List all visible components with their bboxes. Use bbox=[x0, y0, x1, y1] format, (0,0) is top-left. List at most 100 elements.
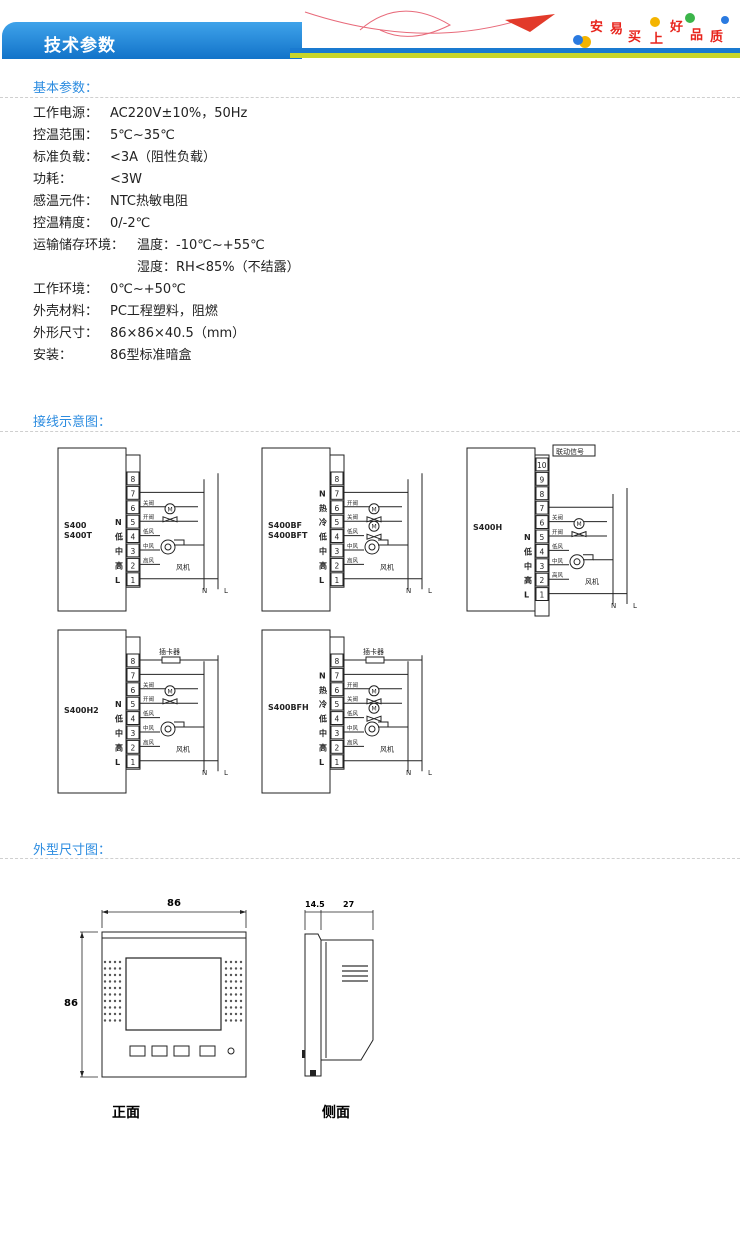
vent-dot bbox=[108, 960, 112, 964]
param-value: 温度：-10℃~+55℃ bbox=[137, 238, 265, 253]
terminal-number: 8 bbox=[131, 475, 136, 484]
vent-dot bbox=[224, 967, 228, 970]
terminal-block bbox=[330, 696, 344, 711]
brand-char: 安 bbox=[590, 20, 604, 35]
terminal-block bbox=[535, 529, 549, 544]
side-label: 高 bbox=[319, 560, 327, 570]
param-label: 工作环境： bbox=[33, 282, 99, 297]
terminal-number: 7 bbox=[335, 671, 340, 680]
param-row: 功耗：<3W bbox=[33, 171, 142, 189]
param-row: 外壳材料：PC工程塑料，阻燃 bbox=[33, 303, 218, 321]
vent-dot bbox=[229, 967, 233, 970]
terminal-number: 4 bbox=[335, 533, 340, 542]
fan-label: 风机 bbox=[176, 562, 190, 571]
vent-dot bbox=[234, 1012, 238, 1016]
vent-dot bbox=[224, 960, 228, 964]
vent-dot bbox=[108, 999, 112, 1003]
terminal-block bbox=[330, 682, 344, 697]
terminal-block bbox=[535, 587, 549, 602]
bus-label-l: L bbox=[428, 769, 432, 777]
terminal-block bbox=[126, 485, 140, 500]
model-name: S400 bbox=[64, 521, 87, 530]
side-label: 热 bbox=[319, 685, 327, 695]
vent-dot bbox=[118, 1019, 122, 1022]
fan-hub-icon bbox=[368, 725, 376, 733]
page-title: 技术参数 bbox=[44, 36, 116, 56]
terminal-block bbox=[126, 514, 140, 529]
vent-dot bbox=[234, 967, 238, 970]
param-value: 86×86×40.5（mm） bbox=[110, 326, 246, 341]
terminal-number: 6 bbox=[335, 504, 340, 513]
param-row: 工作环境：0℃~+50℃ bbox=[33, 281, 186, 299]
terminal-number: 6 bbox=[131, 686, 136, 695]
terminal-number: 5 bbox=[131, 518, 136, 527]
vent-dot bbox=[118, 1006, 122, 1009]
fan-icon bbox=[364, 721, 380, 737]
vent-dot bbox=[113, 960, 117, 964]
brand-char: 易 bbox=[610, 22, 624, 37]
banner-stripe-blue bbox=[290, 48, 740, 53]
terminal-number: 4 bbox=[131, 715, 136, 724]
wire-label: 关阀 bbox=[552, 514, 563, 522]
wire-label: 关阀 bbox=[347, 695, 358, 703]
wire-label: 开阀 bbox=[143, 513, 154, 521]
wire-label: 高风 bbox=[347, 556, 359, 564]
bus-label-l: L bbox=[224, 587, 228, 595]
terminal-number: 3 bbox=[131, 547, 136, 556]
side-label: 高 bbox=[115, 742, 123, 752]
param-label: 功耗： bbox=[33, 172, 73, 187]
side-label: 低 bbox=[114, 532, 123, 542]
side-label: 中 bbox=[115, 546, 123, 556]
motor-icon bbox=[573, 518, 585, 530]
terminal-block bbox=[330, 711, 344, 726]
terminal-number: 10 bbox=[537, 461, 547, 470]
param-row: 控温范围：5℃~35℃ bbox=[33, 127, 175, 145]
side-label: 低 bbox=[114, 714, 123, 724]
terminal-block bbox=[535, 543, 549, 558]
bus-label-n: N bbox=[406, 769, 411, 777]
terminal-block bbox=[126, 739, 140, 754]
param-label: 工作电源： bbox=[33, 106, 99, 121]
vent-dot bbox=[108, 967, 112, 970]
valve-icon bbox=[366, 698, 382, 705]
side-label: 中 bbox=[319, 728, 327, 738]
model-name: S400H bbox=[473, 523, 502, 532]
fan-icon bbox=[569, 554, 585, 570]
vent-dot bbox=[239, 1019, 243, 1022]
vent-dot bbox=[229, 980, 233, 983]
vent-dot bbox=[113, 967, 117, 970]
terminal-number: 6 bbox=[335, 686, 340, 695]
vent-dot bbox=[239, 967, 243, 970]
model-name: S400BF bbox=[268, 521, 302, 530]
param-value: NTC热敏电阻 bbox=[110, 194, 188, 209]
param-label: 安装： bbox=[33, 348, 73, 363]
motor-icon bbox=[368, 520, 380, 532]
terminal-number: 8 bbox=[540, 490, 545, 499]
terminal-block bbox=[535, 558, 549, 573]
wire-label: 开阀 bbox=[552, 528, 563, 536]
terminal-number: 6 bbox=[540, 519, 545, 528]
terminal-number: 7 bbox=[131, 671, 136, 680]
vent-dot bbox=[224, 980, 228, 983]
terminal-number: 3 bbox=[131, 729, 136, 738]
fan-icon bbox=[160, 721, 176, 737]
front-display-screen bbox=[125, 957, 222, 1031]
terminal-block bbox=[330, 739, 344, 754]
vent-dot bbox=[103, 986, 107, 990]
terminal-block bbox=[330, 529, 344, 543]
terminal-number: 5 bbox=[335, 700, 340, 709]
side-label: 中 bbox=[524, 561, 532, 571]
terminal-block bbox=[535, 500, 549, 515]
fan-label: 风机 bbox=[380, 562, 394, 571]
side-view-label: 侧面 bbox=[322, 1104, 350, 1121]
side-view-body bbox=[321, 939, 374, 1061]
terminal-number: 5 bbox=[540, 533, 545, 542]
vent-dot bbox=[113, 1012, 117, 1016]
terminal-block bbox=[330, 514, 344, 529]
dim-height: 86 bbox=[64, 998, 78, 1009]
vent-dot bbox=[224, 986, 228, 990]
vent-dot bbox=[118, 967, 122, 970]
terminal-number: 4 bbox=[131, 533, 136, 542]
terminal-number: 5 bbox=[131, 700, 136, 709]
